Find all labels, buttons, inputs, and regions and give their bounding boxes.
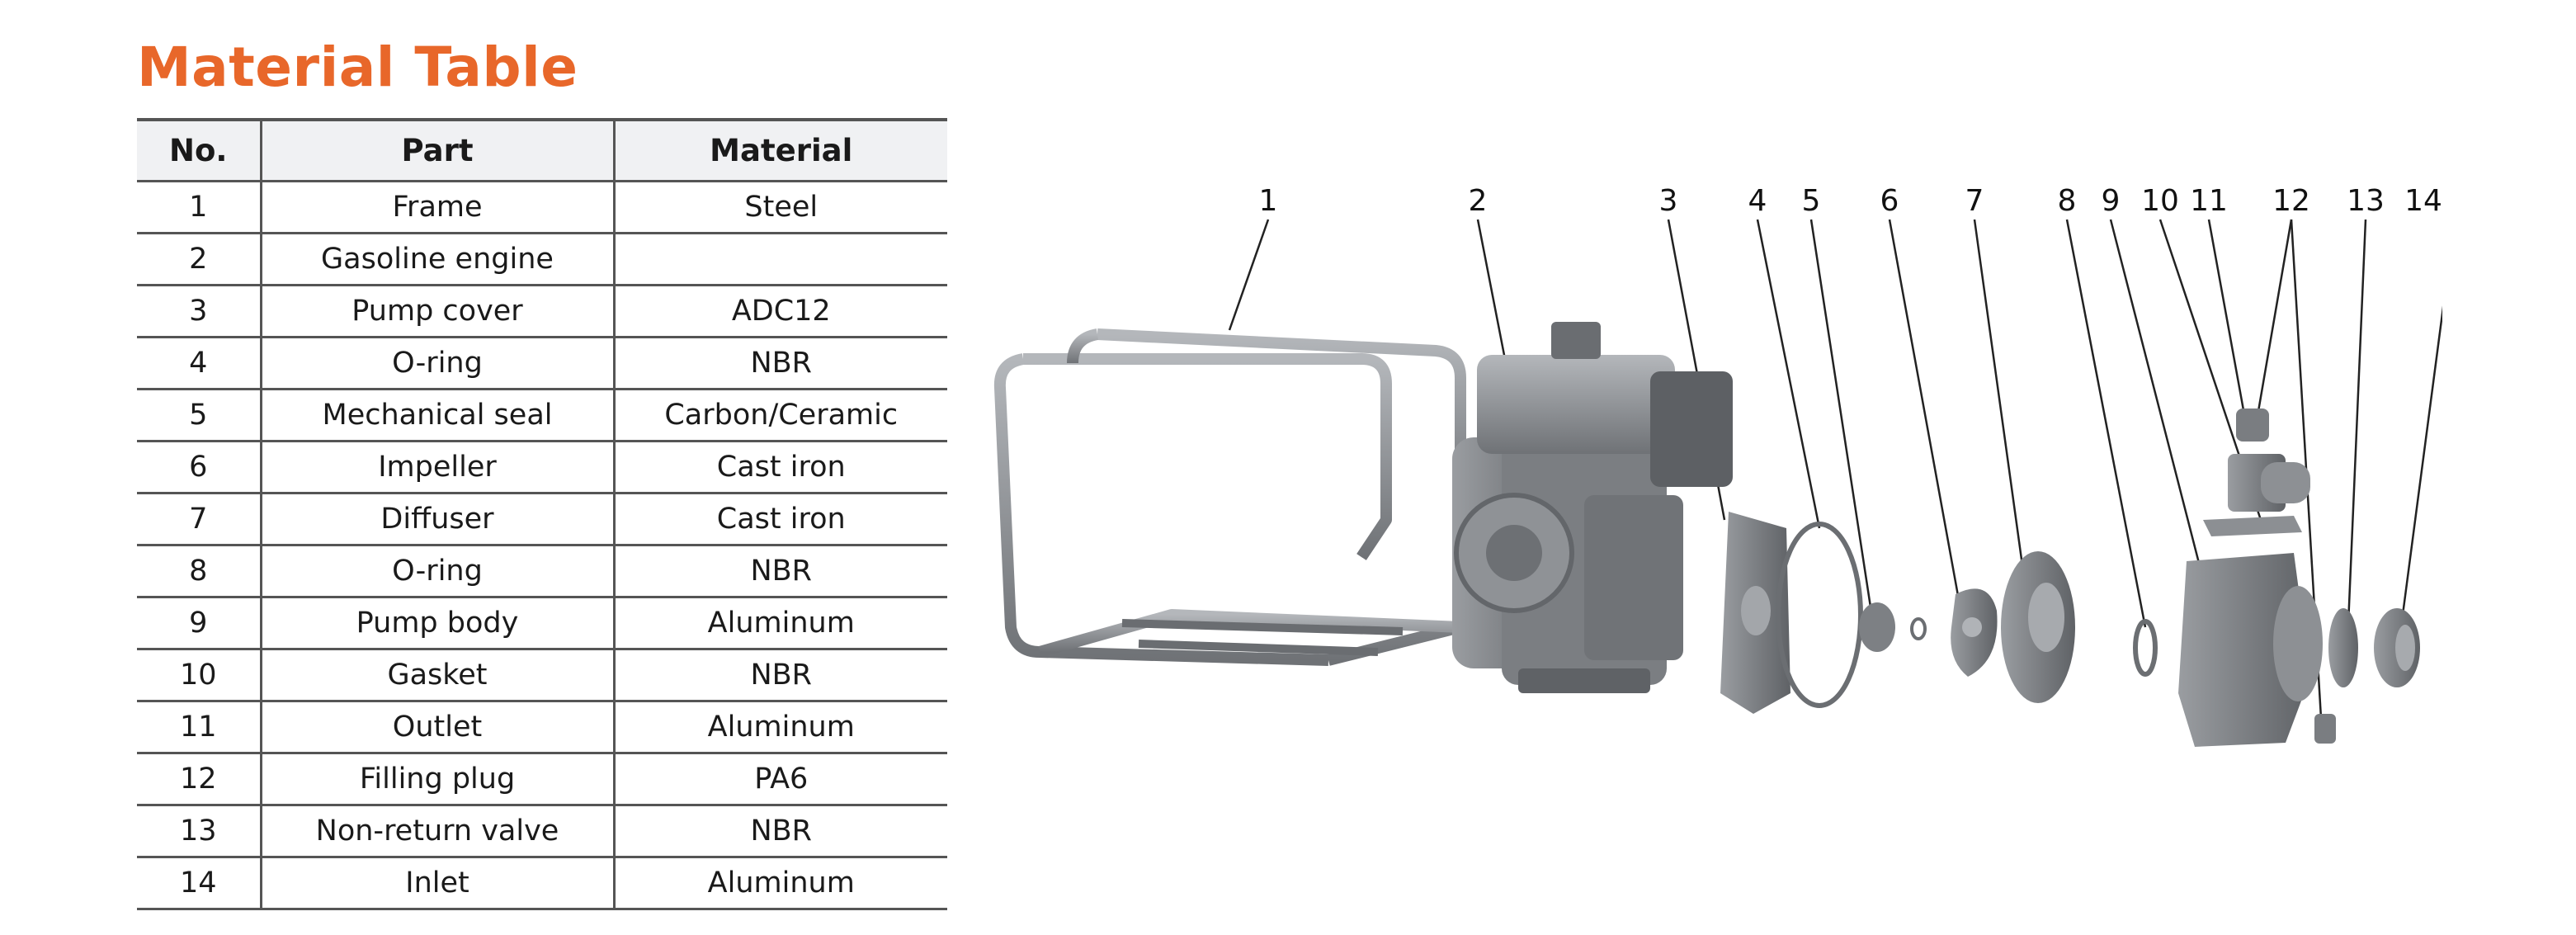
cell-no: 10 <box>137 649 261 702</box>
cell-part: Inlet <box>259 857 614 910</box>
cell-part: Pump body <box>259 597 614 650</box>
cell-material <box>612 233 947 286</box>
inlet-assembly-part <box>2328 608 2420 687</box>
cell-no: 13 <box>137 805 261 858</box>
outlet-assembly-part <box>2203 408 2336 744</box>
callout-5: 5 <box>1802 184 1821 218</box>
callout-3: 3 <box>1659 184 1678 218</box>
exploded-view-diagram: 1 2 3 4 5 6 7 8 9 10 11 12 13 14 <box>993 184 2442 747</box>
cell-no: 8 <box>137 545 261 598</box>
cell-part: O-ring <box>259 337 614 390</box>
cell-part: Frame <box>259 181 614 234</box>
frame-part <box>993 328 1466 666</box>
cell-no: 5 <box>137 389 261 442</box>
callout-2: 2 <box>1469 184 1488 218</box>
cell-part: Impeller <box>259 441 614 494</box>
cell-no: 3 <box>137 285 261 338</box>
cell-material: Cast iron <box>612 493 947 546</box>
cell-part: Mechanical seal <box>259 389 614 442</box>
cell-material: NBR <box>612 649 947 702</box>
cell-material: NBR <box>612 545 947 598</box>
cell-material: Carbon/Ceramic <box>612 389 947 442</box>
callout-11: 11 <box>2190 184 2228 218</box>
cell-no: 11 <box>137 701 261 754</box>
mechanical-seal-part <box>1859 602 1927 652</box>
cell-material: Steel <box>612 181 947 234</box>
callout-6: 6 <box>1880 184 1899 218</box>
cell-part: Filling plug <box>259 753 614 806</box>
callout-14: 14 <box>2404 184 2442 218</box>
cell-part: O-ring <box>259 545 614 598</box>
cell-part: Non-return valve <box>259 805 614 858</box>
cell-material: NBR <box>612 337 947 390</box>
header-material: Material <box>612 118 947 182</box>
callout-12: 12 <box>2272 184 2310 218</box>
engine-part <box>1452 322 1733 693</box>
cell-no: 7 <box>137 493 261 546</box>
cell-no: 2 <box>137 233 261 286</box>
cell-no: 14 <box>137 857 261 910</box>
header-no: No. <box>137 118 261 182</box>
pump-cover-part <box>1720 512 1790 714</box>
cell-material: Aluminum <box>612 597 947 650</box>
cell-no: 1 <box>137 181 261 234</box>
cell-part: Gasket <box>259 649 614 702</box>
cell-material: Cast iron <box>612 441 947 494</box>
callout-labels: 1 2 3 4 5 6 7 8 9 10 11 12 13 14 <box>1259 184 2442 218</box>
cell-material: NBR <box>612 805 947 858</box>
cell-material: ADC12 <box>612 285 947 338</box>
cell-material: Aluminum <box>612 857 947 910</box>
callout-13: 13 <box>2347 184 2385 218</box>
cell-part: Pump cover <box>259 285 614 338</box>
cell-no: 9 <box>137 597 261 650</box>
callout-7: 7 <box>1965 184 1984 218</box>
cell-material: Aluminum <box>612 701 947 754</box>
diffuser-part <box>2001 551 2075 703</box>
cell-material: PA6 <box>612 753 947 806</box>
impeller-part <box>1951 588 1998 677</box>
o-ring-part <box>1776 522 1863 708</box>
cell-no: 12 <box>137 753 261 806</box>
header-part: Part <box>259 118 614 182</box>
callout-10: 10 <box>2141 184 2179 218</box>
pump-body-part <box>2178 553 2323 747</box>
table-header-row: No. Part Material <box>137 118 947 182</box>
cell-part: Diffuser <box>259 493 614 546</box>
page-title: Material Table <box>137 35 578 99</box>
callout-9: 9 <box>2102 184 2121 218</box>
callout-1: 1 <box>1259 184 1278 218</box>
callout-8: 8 <box>2058 184 2077 218</box>
cell-part: Outlet <box>259 701 614 754</box>
cell-no: 6 <box>137 441 261 494</box>
o-ring-2-part <box>2133 619 2158 677</box>
cell-part: Gasoline engine <box>259 233 614 286</box>
callout-4: 4 <box>1748 184 1767 218</box>
cell-no: 4 <box>137 337 261 390</box>
